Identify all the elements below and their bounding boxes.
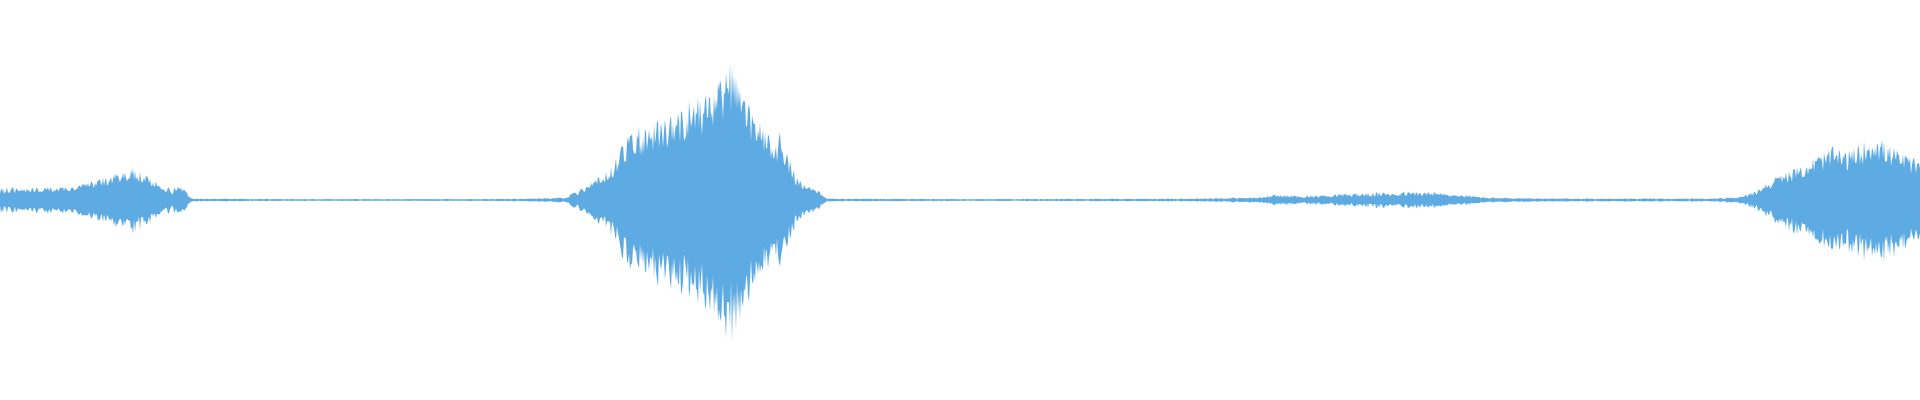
waveform-shape: [0, 63, 1920, 343]
